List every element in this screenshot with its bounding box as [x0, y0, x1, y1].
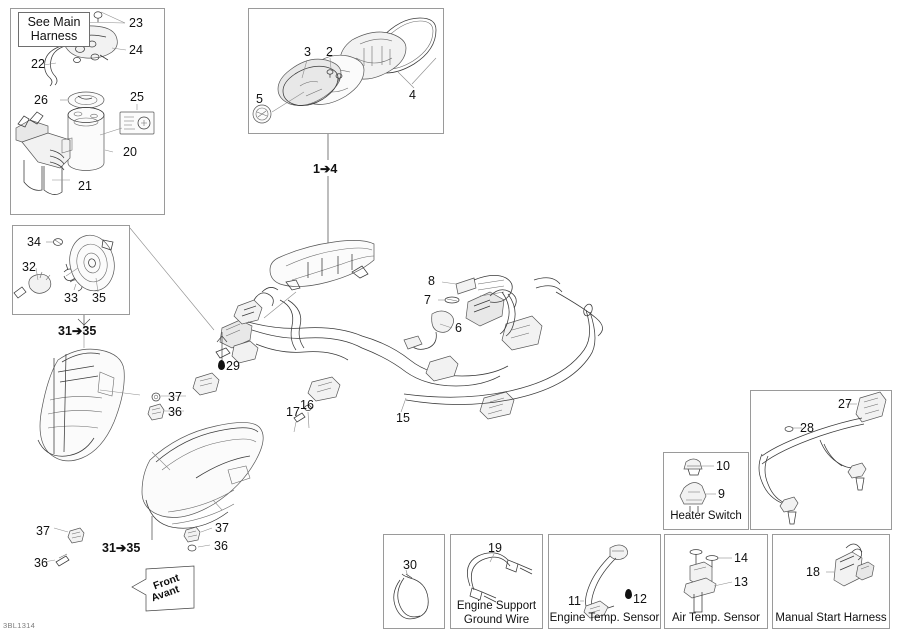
panel-item30	[383, 534, 445, 629]
fasteners-36-37	[43, 392, 213, 612]
callout-5: 5	[256, 92, 263, 106]
caption-heater-switch: Heater Switch	[670, 510, 742, 522]
caption-engine-support-ground-wire: Engine Support Ground Wire	[450, 600, 543, 627]
callout-24: 24	[129, 43, 143, 57]
main-harness	[192, 240, 603, 433]
callout-26: 26	[34, 93, 48, 107]
panel-fuel-pump	[10, 8, 165, 215]
callout-11: 11	[568, 594, 581, 608]
callout-9: 9	[718, 487, 725, 501]
callout-15: 15	[396, 411, 410, 425]
callout-14: 14	[734, 551, 748, 565]
headlight-upper	[37, 330, 141, 462]
callout-22: 22	[31, 57, 45, 71]
callout-32: 32	[22, 260, 36, 274]
group-label-31-35-bottom: 31➔35	[102, 541, 141, 555]
callout-36-lower-right: 36	[214, 539, 228, 553]
callout-20: 20	[123, 145, 137, 159]
callout-7: 7	[424, 293, 431, 307]
callout-13: 13	[734, 575, 748, 589]
group-label-31-35-top: 31➔35	[58, 324, 97, 338]
callout-4: 4	[409, 88, 416, 102]
callout-25: 25	[130, 90, 144, 104]
panel-manual-start-harness	[772, 534, 890, 629]
see-main-harness-note: See Main Harness	[18, 12, 90, 47]
callout-35: 35	[92, 291, 106, 305]
callout-27: 27	[838, 397, 852, 411]
caption-engine-temp-sensor: Engine Temp. Sensor	[549, 612, 660, 624]
sheet-id-watermark: 3BL1314	[3, 621, 36, 630]
callout-37-lower-left: 37	[36, 524, 50, 538]
callout-37-lower-right: 37	[215, 521, 229, 535]
callout-19: 19	[488, 541, 502, 555]
callout-21: 21	[78, 179, 92, 193]
callout-16: 16	[300, 398, 314, 412]
callout-8: 8	[428, 274, 435, 288]
callout-23: 23	[129, 16, 143, 30]
callout-30: 30	[403, 558, 417, 572]
callout-3: 3	[304, 45, 311, 59]
see-main-harness-line1: See Main	[27, 15, 81, 29]
drop-icon-12	[625, 589, 632, 599]
panel-gauge	[248, 8, 444, 134]
headlight-lower	[141, 422, 264, 529]
callout-17: 17	[286, 405, 300, 419]
callout-28: 28	[800, 421, 814, 435]
callout-34: 34	[27, 235, 41, 249]
front-avant-label: Front Avant	[150, 572, 181, 604]
callout-12: 12	[633, 592, 647, 606]
callout-10: 10	[716, 459, 730, 473]
caption-esgw-line1: Engine Support	[456, 600, 537, 612]
callout-33: 33	[64, 291, 78, 305]
callout-36-lower-left: 36	[34, 556, 48, 570]
caption-esgw-line2: Ground Wire	[463, 613, 530, 626]
callout-18: 18	[806, 565, 820, 579]
drop-icon-29	[218, 360, 225, 370]
see-main-harness-line2: Harness	[30, 29, 78, 44]
caption-manual-start-harness: Manual Start Harness	[775, 612, 887, 624]
callout-2: 2	[326, 45, 333, 59]
caption-air-temp-sensor: Air Temp. Sensor	[672, 612, 760, 624]
callout-6: 6	[455, 321, 462, 335]
panel-heater-switch	[663, 452, 749, 530]
callout-37-upper: 37	[168, 390, 182, 404]
callout-29: 29	[226, 359, 240, 373]
panel-engine-support-ground-wire	[450, 534, 543, 629]
panel-bulbs	[12, 225, 130, 315]
callout-36-upper: 36	[168, 405, 182, 419]
panel-air-temp-sensor	[664, 534, 768, 629]
group-label-1-4: 1➔4	[313, 162, 338, 176]
panel-handlebar-warmer	[750, 390, 892, 530]
panel-engine-temp-sensor	[548, 534, 661, 629]
